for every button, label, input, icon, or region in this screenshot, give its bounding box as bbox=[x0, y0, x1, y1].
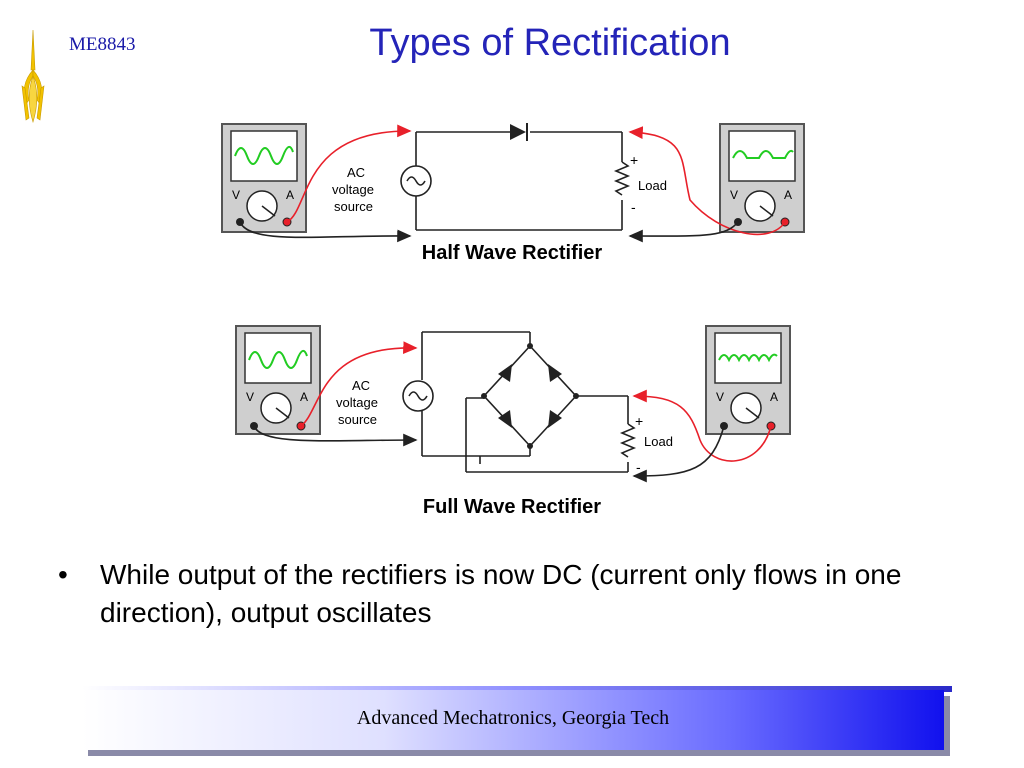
voltmeter-v-label: V bbox=[716, 390, 724, 404]
ac-source-label-2: voltage bbox=[332, 182, 374, 197]
load-label: Load bbox=[638, 178, 667, 193]
voltmeter-a-label: A bbox=[784, 188, 792, 202]
plus-label: + bbox=[635, 413, 643, 429]
footer-accent-bar bbox=[82, 686, 952, 692]
rectifier-diagrams: V A V A AC voltage bbox=[221, 123, 805, 483]
ac-source-label-1: AC bbox=[352, 378, 370, 393]
voltmeter-a-label: A bbox=[770, 390, 778, 404]
ac-source-label-2: voltage bbox=[336, 395, 378, 410]
minus-label: - bbox=[636, 459, 641, 475]
voltmeter-v-label: V bbox=[730, 188, 738, 202]
footer-text: Advanced Mechatronics, Georgia Tech bbox=[356, 707, 670, 729]
georgia-tech-logo-icon bbox=[21, 30, 45, 124]
oscilloscope-input-icon bbox=[221, 123, 307, 233]
full-wave-caption: Full Wave Rectifier bbox=[422, 496, 602, 518]
minus-label: - bbox=[631, 199, 636, 215]
oscilloscope-output-icon bbox=[705, 325, 791, 435]
ac-source-label-1: AC bbox=[347, 165, 365, 180]
voltmeter-a-label: A bbox=[286, 188, 294, 202]
load-label: Load bbox=[644, 434, 673, 449]
bullet-marker: • bbox=[58, 559, 68, 590]
ac-source-label-3: source bbox=[338, 412, 377, 427]
plus-label: + bbox=[630, 152, 638, 168]
oscilloscope-input-icon bbox=[235, 325, 321, 435]
half-wave-caption: Half Wave Rectifier bbox=[421, 242, 603, 264]
diode-icon bbox=[510, 124, 526, 140]
bullet-text: While output of the rectifiers is now DC… bbox=[100, 559, 902, 628]
oscilloscope-output-icon bbox=[719, 123, 805, 233]
slide-title: Types of Rectification bbox=[369, 22, 731, 64]
footer-banner: Advanced Mechatronics, Georgia Tech bbox=[82, 690, 944, 750]
half-wave-diagram: V A V A AC voltage bbox=[221, 123, 805, 243]
voltmeter-v-label: V bbox=[246, 390, 254, 404]
ac-source-label-3: source bbox=[334, 199, 373, 214]
full-wave-diagram: V A V A bbox=[235, 325, 791, 483]
voltmeter-a-label: A bbox=[300, 390, 308, 404]
course-code: ME8843 bbox=[69, 34, 136, 55]
voltmeter-v-label: V bbox=[232, 188, 240, 202]
bridge-diode-icons bbox=[498, 364, 562, 428]
